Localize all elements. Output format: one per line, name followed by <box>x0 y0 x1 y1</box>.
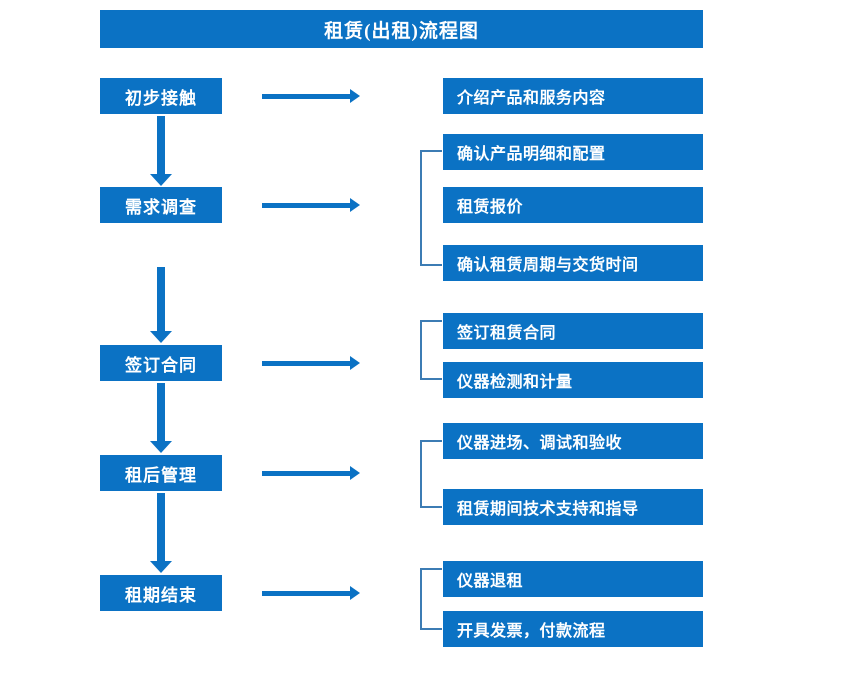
stage-box-sign-contract[interactable]: 签订合同 <box>100 345 222 381</box>
flowchart-title: 租赁(出租)流程图 <box>100 10 703 48</box>
stage-box-requirement-survey[interactable]: 需求调查 <box>100 187 222 223</box>
detail-box-confirm-product-details[interactable]: 确认产品明细和配置 <box>443 134 703 170</box>
detail-box-confirm-rental-period[interactable]: 确认租赁周期与交货时间 <box>443 245 703 281</box>
flow-arrow-stage2-to-details <box>262 197 360 213</box>
detail-box-instrument-return[interactable]: 仪器退租 <box>443 561 703 597</box>
stage-box-rental-end[interactable]: 租期结束 <box>100 575 222 611</box>
connector-arrow-stage3-to-stage4 <box>150 383 172 453</box>
detail-box-sign-rental-contract[interactable]: 签订租赁合同 <box>443 313 703 349</box>
flow-arrow-stage5-to-details <box>262 585 360 601</box>
flow-arrow-stage4-to-details <box>262 465 360 481</box>
detail-box-invoice-payment[interactable]: 开具发票，付款流程 <box>443 611 703 647</box>
stage-box-initial-contact[interactable]: 初步接触 <box>100 78 222 114</box>
detail-box-introduce-products[interactable]: 介绍产品和服务内容 <box>443 78 703 114</box>
flow-arrow-stage1-to-details <box>262 88 360 104</box>
group-bracket-rental-end <box>420 568 442 630</box>
detail-box-instrument-installation[interactable]: 仪器进场、调试和验收 <box>443 423 703 459</box>
connector-arrow-stage4-to-stage5 <box>150 493 172 573</box>
detail-box-technical-support[interactable]: 租赁期间技术支持和指导 <box>443 489 703 525</box>
flow-arrow-stage3-to-details <box>262 355 360 371</box>
group-bracket-sign-contract <box>420 320 442 380</box>
group-bracket-post-rental-management <box>420 440 442 508</box>
detail-box-instrument-inspection[interactable]: 仪器检测和计量 <box>443 362 703 398</box>
group-bracket-requirement-survey <box>420 150 442 266</box>
detail-box-rental-quotation[interactable]: 租赁报价 <box>443 187 703 223</box>
connector-arrow-stage1-to-stage2 <box>150 116 172 186</box>
stage-box-post-rental-management[interactable]: 租后管理 <box>100 455 222 491</box>
connector-arrow-stage2-to-stage3 <box>150 267 172 343</box>
